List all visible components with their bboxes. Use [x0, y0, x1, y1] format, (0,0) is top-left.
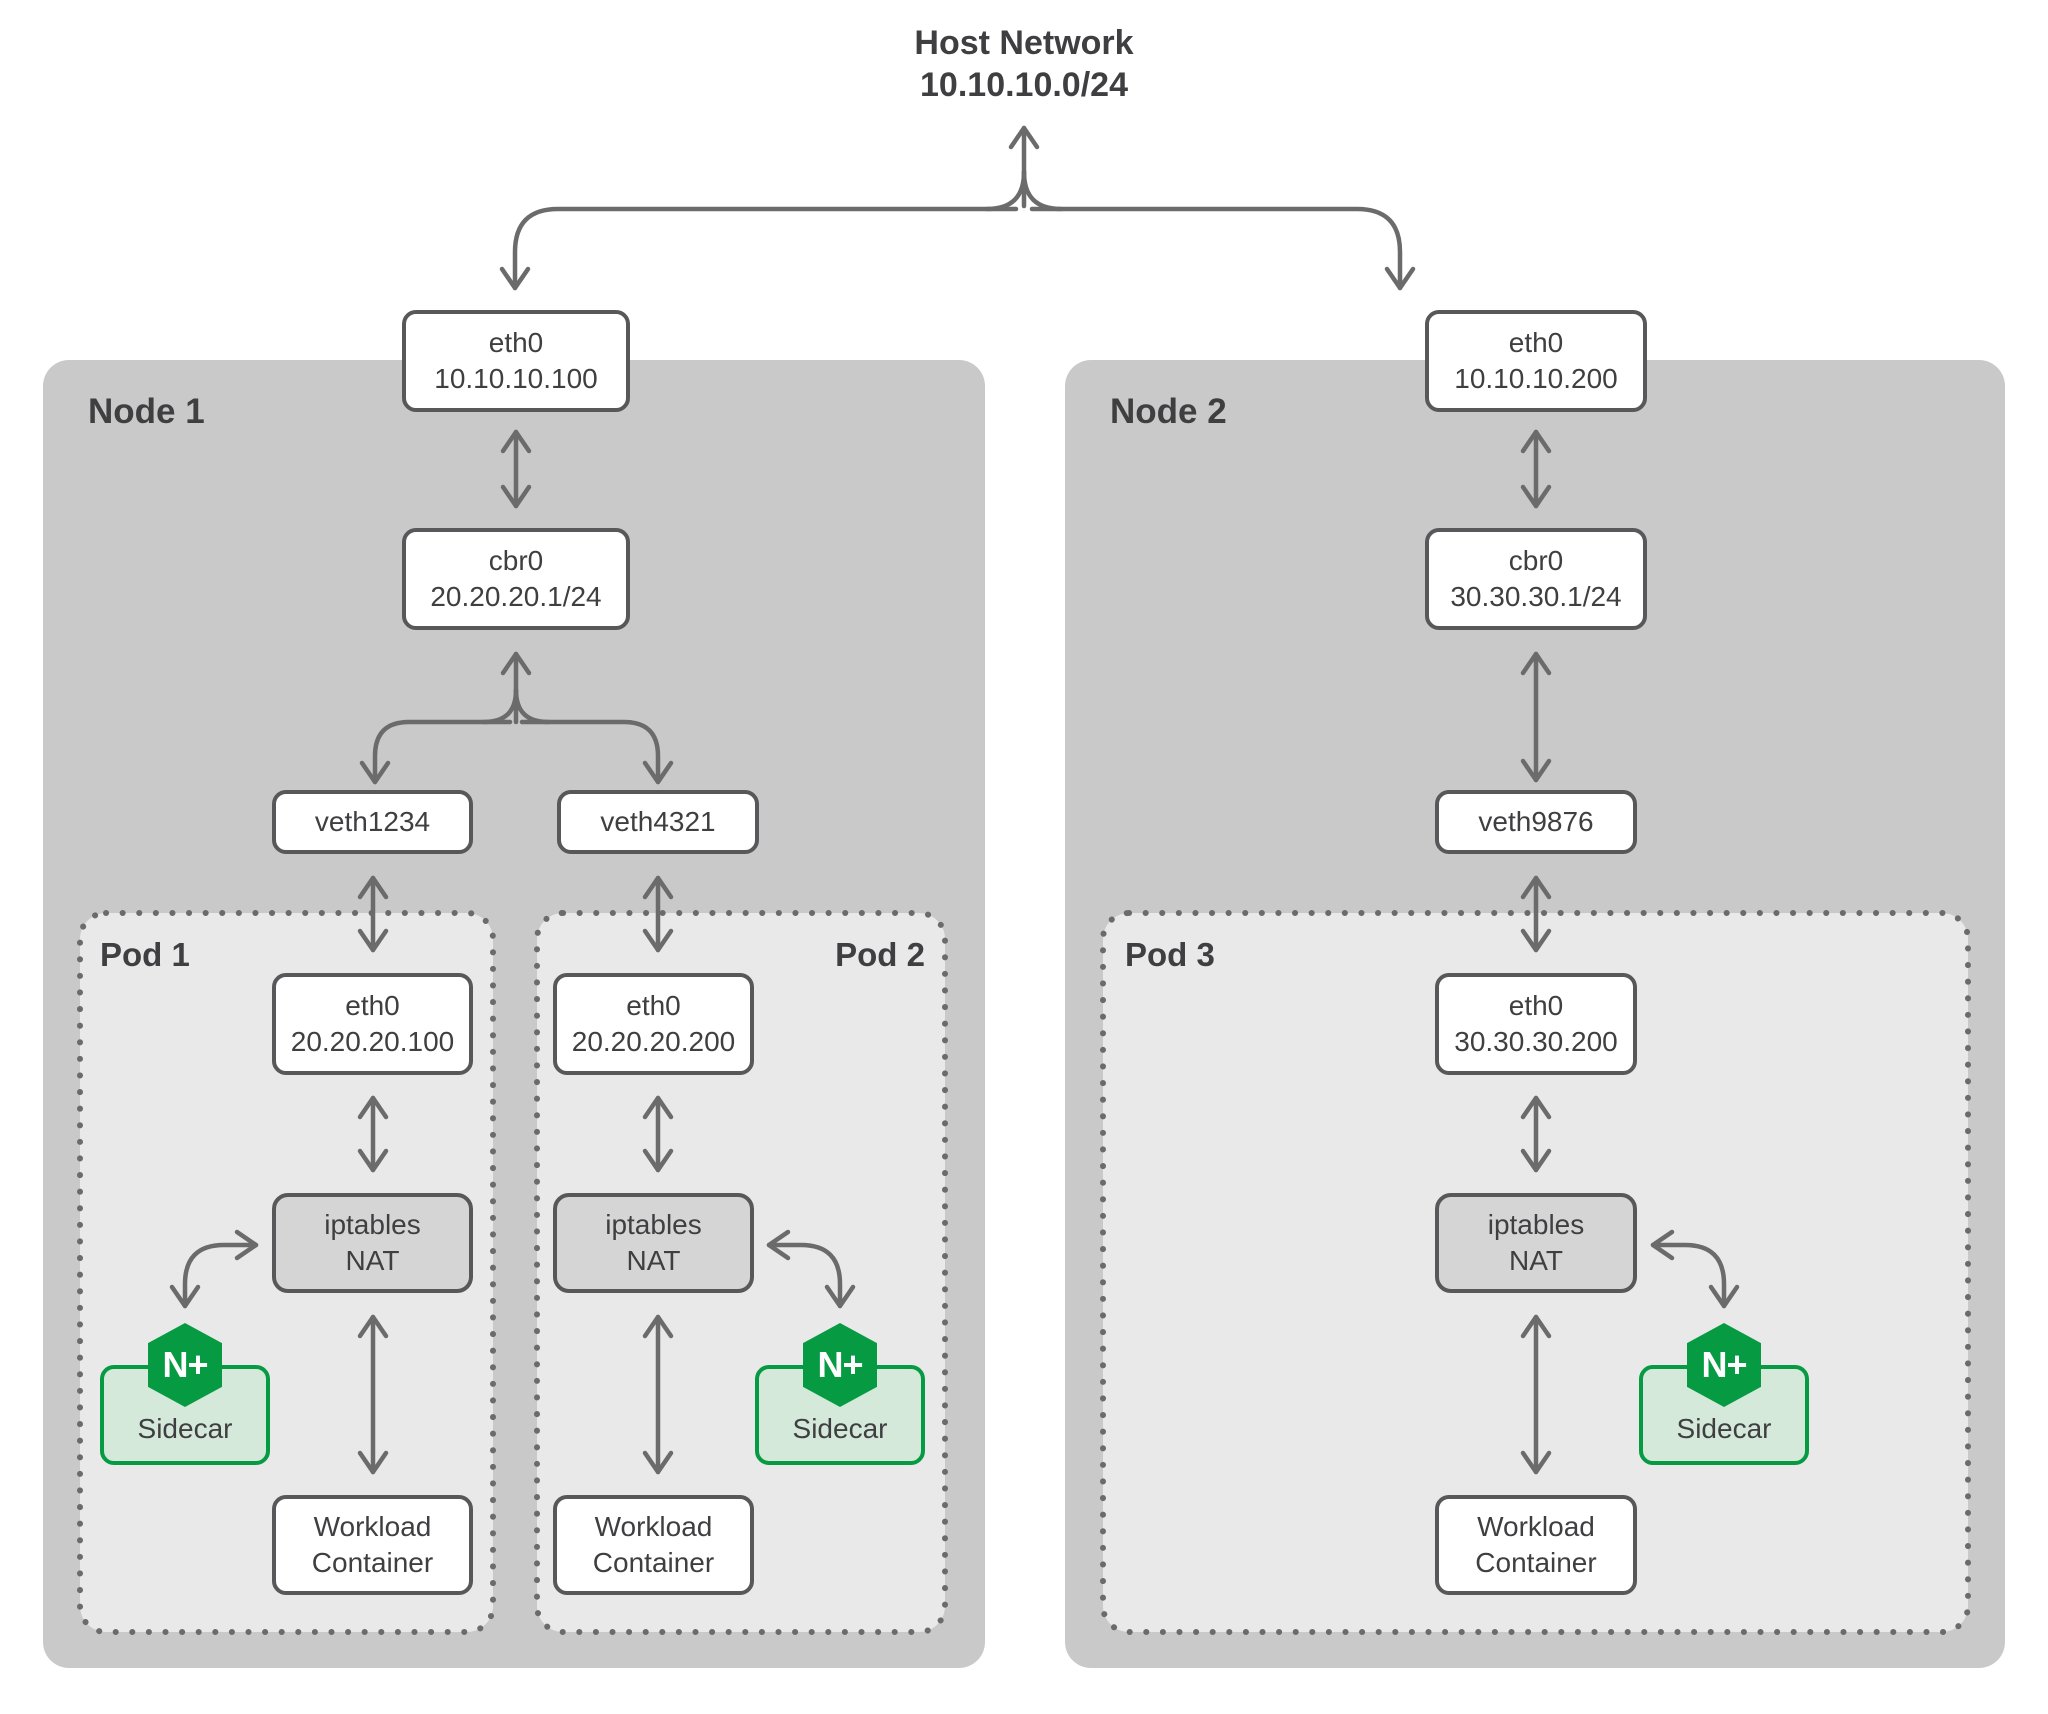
node2-eth0-ip: 10.10.10.200: [1454, 363, 1618, 394]
pod1-eth0-box: eth0 20.20.20.100: [272, 973, 473, 1075]
pod1-workload-line1: Workload: [313, 1511, 432, 1542]
arrow-host-to-node1-eth0: [499, 206, 1019, 291]
veth1234-box: veth1234: [272, 790, 473, 854]
nginx-plus-icon-text: N+: [1701, 1344, 1747, 1385]
host-network-title: Host Network 10.10.10.0/24: [824, 22, 1224, 106]
nginx-plus-icon-text: N+: [817, 1344, 863, 1385]
veth9876-label: veth9876: [1478, 806, 1594, 837]
pod1-nat-line1: iptables: [324, 1209, 421, 1240]
veth4321-box: veth4321: [557, 790, 759, 854]
host-junction-fillet-left: [984, 169, 1027, 212]
arrow-host-to-node2-eth0: [1029, 206, 1416, 291]
pod3-eth0-box: eth0 30.30.30.200: [1435, 973, 1637, 1075]
pod1-workload-line2: Container: [311, 1547, 434, 1578]
pod2-eth0-ip: 20.20.20.200: [571, 1026, 736, 1057]
node1-label: Node 1: [88, 392, 205, 431]
veth1234-label: veth1234: [314, 806, 431, 837]
node1-cbr0-name: cbr0: [488, 545, 544, 576]
pod3-eth0-ip: 30.30.30.200: [1454, 1026, 1618, 1057]
host-network-cidr: 10.10.10.0/24: [920, 66, 1128, 104]
pod2-workload-line1: Workload: [594, 1511, 713, 1542]
node1-eth0-ip: 10.10.10.100: [434, 363, 598, 394]
pod2-nat-line1: iptables: [605, 1209, 702, 1240]
pod3-nat-line2: NAT: [1509, 1245, 1563, 1276]
veth4321-label: veth4321: [600, 806, 716, 837]
node2-cbr0-box: cbr0 30.30.30.1/24: [1425, 528, 1647, 630]
pod2-sidecar-label: Sidecar: [792, 1413, 888, 1444]
pod1-workload-box: Workload Container: [272, 1495, 473, 1595]
pod1-sidecar-label: Sidecar: [137, 1413, 233, 1444]
node2-label: Node 2: [1110, 392, 1227, 431]
pod3-sidecar-label: Sidecar: [1676, 1413, 1772, 1444]
pod3-eth0-name: eth0: [1508, 990, 1564, 1021]
pod2-eth0-box: eth0 20.20.20.200: [553, 973, 754, 1075]
host-junction-fillet-right: [1021, 169, 1064, 212]
node1-eth0-box: eth0 10.10.10.100: [402, 310, 630, 412]
node1-cbr0-cidr: 20.20.20.1/24: [430, 581, 602, 612]
pod1-eth0-name: eth0: [345, 990, 400, 1021]
pod1-label: Pod 1: [100, 936, 190, 973]
pod1-iptables-nat-box: iptables NAT: [272, 1193, 473, 1293]
pod2-nat-line2: NAT: [626, 1245, 681, 1276]
nginx-plus-icon-text: N+: [162, 1344, 208, 1385]
node1-eth0-name: eth0: [488, 327, 544, 358]
pod3-iptables-nat-box: iptables NAT: [1435, 1193, 1637, 1293]
veth9876-box: veth9876: [1435, 790, 1637, 854]
pod3-label: Pod 3: [1125, 936, 1215, 973]
pod1-nat-line2: NAT: [345, 1245, 400, 1276]
pod2-workload-box: Workload Container: [553, 1495, 754, 1595]
node2-eth0-box: eth0 10.10.10.200: [1425, 310, 1647, 412]
pod3-nat-line1: iptables: [1487, 1209, 1585, 1240]
node2-cbr0-cidr: 30.30.30.1/24: [1450, 581, 1622, 612]
pod2-iptables-nat-box: iptables NAT: [553, 1193, 754, 1293]
pod2-label: Pod 2: [835, 936, 925, 973]
pod3-workload-line2: Container: [1475, 1547, 1597, 1578]
pod2-eth0-name: eth0: [626, 990, 681, 1021]
node2-eth0-name: eth0: [1508, 327, 1564, 358]
node2-cbr0-name: cbr0: [1508, 545, 1564, 576]
pod3-workload-line1: Workload: [1477, 1511, 1595, 1542]
pod2-workload-line2: Container: [592, 1547, 715, 1578]
pod3-workload-box: Workload Container: [1435, 1495, 1637, 1595]
pod1-eth0-ip: 20.20.20.100: [290, 1026, 455, 1057]
host-network-name: Host Network: [914, 24, 1134, 62]
node1-cbr0-box: cbr0 20.20.20.1/24: [402, 528, 630, 630]
